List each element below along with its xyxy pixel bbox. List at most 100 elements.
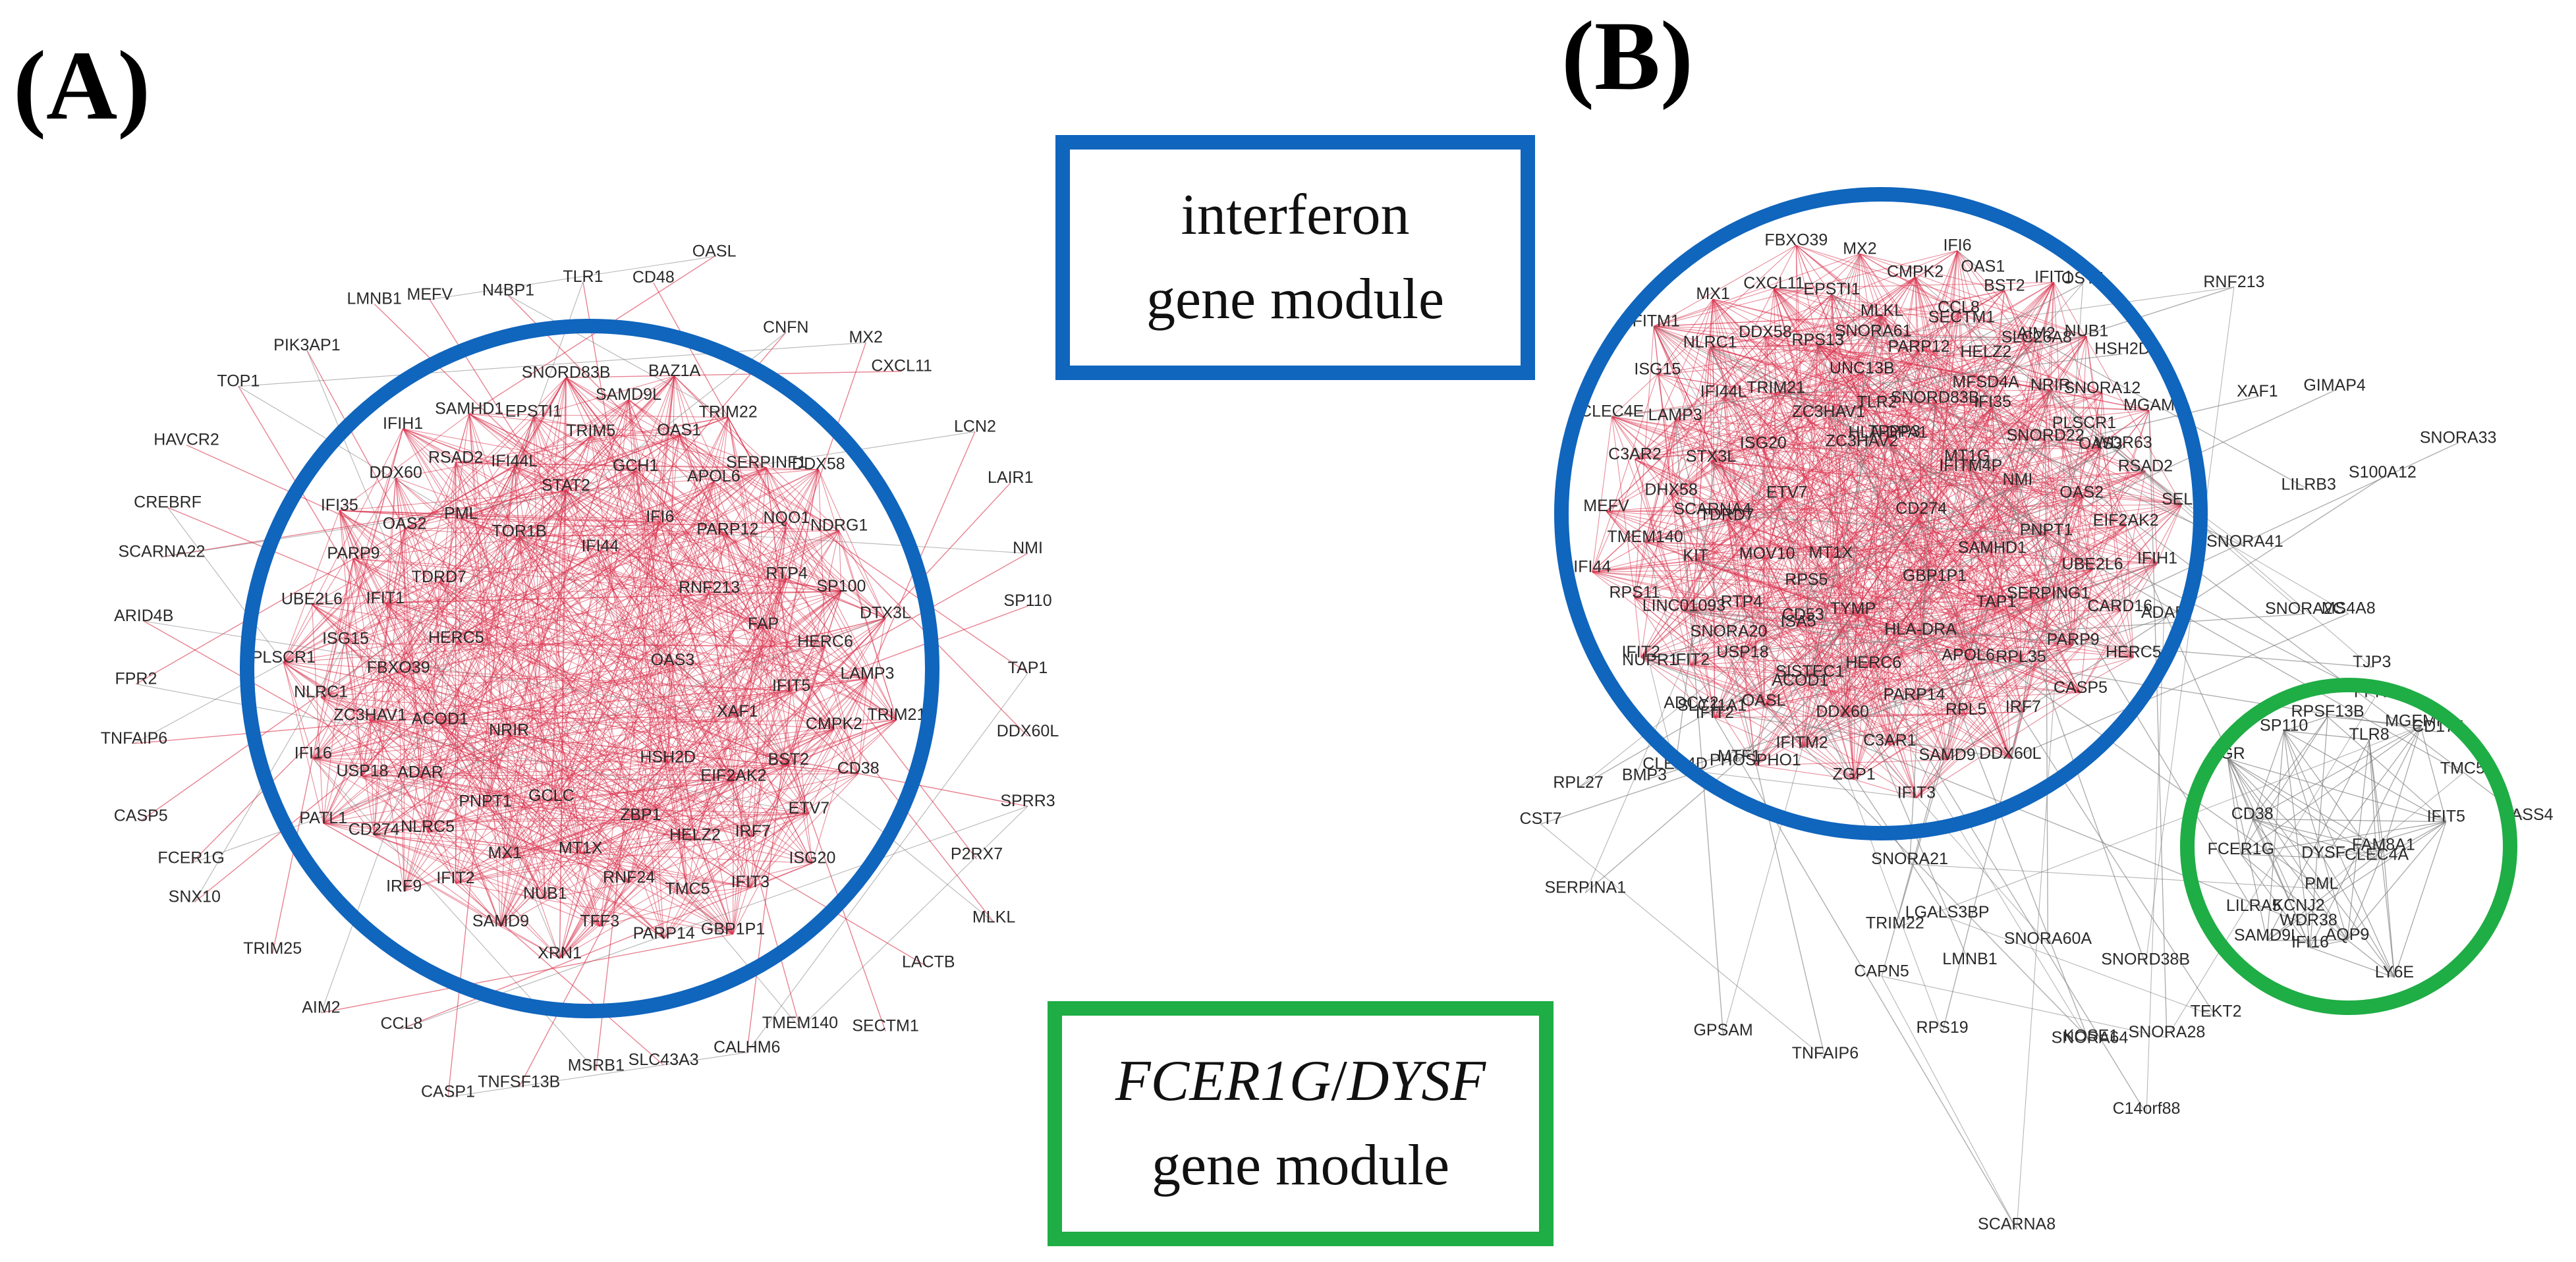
network-edge (427, 467, 767, 833)
network-edge (2283, 730, 2377, 860)
network-edge (313, 678, 868, 759)
network-edge (427, 831, 560, 959)
network-edge (140, 470, 636, 821)
gene-node-label: LILRA5 (2226, 896, 2281, 915)
network-edge (362, 776, 501, 927)
network-edge (1889, 250, 1958, 746)
network-edge (313, 591, 842, 759)
network-edge (2227, 758, 2311, 948)
network-edge (687, 773, 858, 894)
network-edge (1634, 597, 1642, 658)
gene-node-label: IFIT2 (1671, 651, 1710, 669)
network-edge (374, 835, 581, 854)
network-edge (323, 728, 835, 824)
network-edge (1683, 568, 2093, 612)
network-edge (352, 559, 405, 892)
network-edge (1690, 290, 2005, 665)
gene-node-label: MLKL (972, 908, 1015, 926)
gene-node-label: SAMHD1 (435, 400, 503, 418)
network-edge (1809, 676, 1843, 717)
network-edge (312, 604, 600, 927)
network-edge (1690, 664, 1810, 677)
gene-node-label: XAF1 (717, 702, 758, 721)
network-edge (1683, 312, 1959, 611)
network-edge (1831, 294, 1843, 717)
network-edge (1634, 597, 1855, 780)
network-edge (404, 416, 729, 530)
network-edge (1970, 470, 2093, 570)
network-edge (455, 416, 729, 463)
fcer1g-legend-line2: gene module (1151, 1134, 1450, 1197)
network-edge (629, 417, 729, 883)
network-edge (1710, 347, 1716, 718)
network-edge (746, 691, 792, 1053)
gene-node-label: MOV10 (1739, 545, 1795, 563)
network-edge (1723, 253, 1861, 397)
network-edge (1644, 541, 2081, 694)
gene-node-label: PARP14 (633, 924, 695, 943)
network-edge (533, 416, 767, 468)
gene-node-label: GPSAM (1693, 1021, 1752, 1039)
network-edge (313, 618, 886, 759)
network-edge (1888, 338, 2036, 439)
network-edge (2252, 818, 2377, 861)
network-edge (687, 887, 750, 894)
network-edge (1801, 442, 2459, 748)
gene-node-label: PNPT1 (459, 792, 512, 811)
network-edge (1828, 416, 2217, 1017)
network-edge (401, 862, 813, 1029)
network-edge (1710, 346, 2463, 774)
network-edge (323, 813, 809, 824)
network-edge (750, 813, 810, 888)
network-edge (1796, 245, 2127, 526)
gene-node-label: MGAM (2123, 396, 2175, 414)
network-edge (1710, 253, 1861, 348)
network-edge (1592, 298, 1714, 572)
network-edge (313, 758, 809, 814)
network-edge (370, 375, 675, 721)
network-edge (2321, 773, 2463, 889)
network-edge (1653, 326, 1691, 665)
network-edge (1712, 283, 2083, 711)
network-edge (2309, 717, 2328, 948)
gene-node-label: CARD16 (2087, 597, 2152, 615)
gene-node-label: HSH2D (2094, 339, 2150, 358)
network-edge (1640, 657, 1890, 746)
network-edge (1645, 541, 1992, 553)
network-edge (1634, 459, 1691, 665)
network-edge (839, 530, 842, 591)
network-edge (1540, 823, 1826, 1059)
network-edge (679, 435, 839, 532)
network-edge (2050, 389, 2372, 668)
network-edge (2119, 611, 2134, 658)
network-edge (1754, 356, 1986, 766)
network-edge (1774, 288, 2134, 658)
network-edge (1774, 288, 2102, 394)
gene-node-label: TLR2 (1857, 393, 1897, 411)
gene-node-label: RPS11 (1609, 583, 1660, 601)
gene-node-label: SAMD9 (1919, 746, 1976, 764)
network-edge (395, 416, 729, 479)
network-edge (1918, 351, 2254, 912)
network-edge (750, 773, 859, 888)
network-edge (1671, 495, 1890, 746)
network-edge (1915, 277, 2093, 570)
network-edge (533, 416, 734, 935)
network-edge (1861, 446, 1993, 553)
gene-node-label: RPL35 (1996, 647, 2046, 666)
network-edge (362, 466, 515, 777)
network-edge (374, 835, 501, 927)
gene-node-label: UBE2L6 (281, 590, 343, 609)
network-edge (1653, 326, 1810, 677)
network-edge (323, 823, 581, 854)
gene-node-label: PATL1 (299, 809, 347, 827)
network-edge (461, 518, 868, 679)
panel-b-label: (B) (1561, 1, 1693, 111)
network-edge (694, 578, 787, 840)
network-edge (1674, 420, 1724, 1036)
network-edge (727, 417, 813, 864)
network-edge (1657, 373, 2073, 645)
network-edge (1675, 768, 1917, 799)
network-edge (1606, 510, 2049, 599)
network-edge (1644, 396, 2258, 543)
